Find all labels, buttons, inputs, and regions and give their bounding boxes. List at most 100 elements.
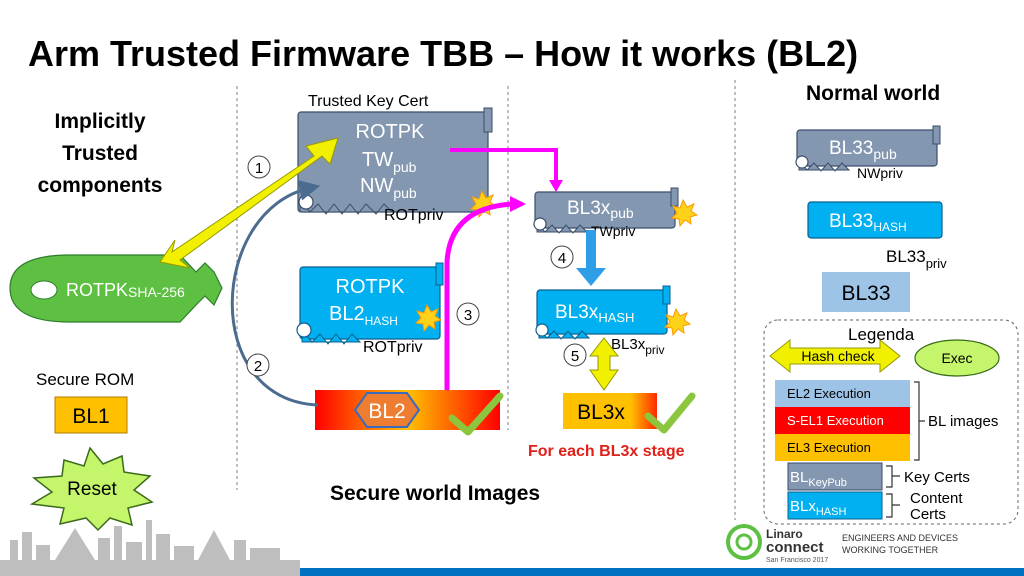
legend-sel1-label: S-EL1 Execution — [787, 413, 884, 428]
bl3xpub-signer: TWpriv — [591, 223, 635, 239]
tkc-nw-sub: pub — [393, 185, 417, 201]
legend: Legenda Hash check Exec EL2 Execution S-… — [763, 319, 1019, 525]
step-3-badge: 3 — [456, 302, 480, 326]
bl3x-key-cert: BL3xpub TWpriv — [533, 187, 699, 239]
footer-tagline-line1: ENGINEERS AND DEVICES — [842, 533, 958, 543]
secure-rom-label: Secure ROM — [36, 370, 134, 389]
bl1-box: BL1 — [54, 396, 128, 434]
legend-keypub-main: BL — [790, 469, 808, 486]
tkc-signer: ROTpriv — [384, 207, 444, 224]
bl33hash-signer-sub: priv — [926, 256, 947, 271]
tkc-tw: TW — [362, 149, 393, 171]
svg-text:BL3xHASH: BL3xHASH — [555, 302, 634, 325]
bl2cert-bl2-sub: HASH — [365, 314, 398, 328]
svg-text:BLxHASH: BLxHASH — [790, 498, 846, 518]
footer-tagline-line2: WORKING TOGETHER — [842, 545, 939, 555]
svg-text:BL3xpriv: BL3xpriv — [611, 336, 665, 357]
logo-line2: connect — [766, 539, 824, 556]
svg-text:NWpub: NWpub — [360, 175, 417, 201]
svg-text:TWpub: TWpub — [362, 149, 417, 175]
bl33pub-main: BL33 — [829, 138, 873, 159]
bl3xhash-main: BL3x — [555, 302, 599, 323]
step-1-badge: 1 — [247, 155, 271, 179]
trusted-key-cert: ROTPK TWpub NWpub ROTpriv — [297, 107, 498, 224]
rotpk-key-icon: ROTPKSHA-256 — [9, 254, 223, 323]
svg-text:BL33pub: BL33pub — [829, 138, 897, 162]
verify-rotpk-arrow — [159, 137, 339, 269]
bl2-image-box: BL2 — [315, 390, 500, 430]
svg-text:2: 2 — [254, 358, 262, 375]
svg-text:BL3xpub: BL3xpub — [567, 198, 634, 221]
bl3x-content-cert: BL3xHASH BL3xpriv — [535, 285, 692, 357]
bl2-to-bl3x-arrowhead — [510, 196, 526, 212]
linaro-connect-logo: Linaro connect San Francisco 2017 — [726, 524, 828, 564]
step-2-badge: 2 — [246, 353, 270, 377]
bl33hash-sub: HASH — [873, 220, 906, 234]
bl33pub-sub: pub — [873, 146, 897, 162]
legend-content-certs-brace — [886, 493, 900, 518]
legend-bl-images-brace — [914, 381, 925, 461]
rotpk-key-sub: SHA-256 — [128, 284, 185, 300]
bl2cert-bl2: BL2 — [329, 303, 365, 325]
legend-keypub-sub: KeyPub — [808, 477, 847, 489]
legend-content-certs-line2: Certs — [910, 506, 946, 523]
legend-content-certs-line1: Content — [910, 490, 963, 507]
implicit-label-line2: Trusted — [62, 142, 138, 165]
tkc-rotpk: ROTPK — [356, 121, 426, 143]
step-4-badge: 4 — [550, 245, 574, 269]
tw-to-bl3x-arrow — [450, 148, 558, 182]
svg-text:1: 1 — [255, 160, 263, 177]
section-dividers — [236, 80, 736, 520]
trusted-key-cert-caption: Trusted Key Cert — [308, 93, 429, 110]
signature-star-icon — [469, 189, 498, 219]
for-each-label: For each BL3x stage — [528, 443, 685, 460]
bl3xhash-signer: BL3x — [611, 336, 646, 353]
legend-hash-check-label: Hash check — [801, 348, 875, 364]
bl33pub-signer: NWpriv — [857, 165, 903, 181]
bl3x-label: BL3x — [577, 401, 625, 424]
bl2cert-rotpk: ROTPK — [336, 276, 406, 298]
bl33-label: BL33 — [841, 282, 890, 305]
reset-label: Reset — [67, 479, 117, 500]
legend-hash-check-arrow — [769, 338, 901, 374]
legend-bl-images-label: BL images — [928, 413, 998, 430]
legend-key-certs-label: Key Certs — [904, 469, 970, 486]
bl33-content-cert: BL33HASH BL33priv — [807, 201, 947, 271]
logo-line1: Linaro — [766, 527, 803, 541]
bl3x-pub-to-hash-arrow — [576, 230, 606, 286]
svg-text:BL33HASH: BL33HASH — [829, 211, 907, 234]
legend-title: Legenda — [848, 325, 915, 344]
bl3x-image-box: BL3x — [563, 393, 657, 429]
reset-burst: Reset — [29, 446, 154, 532]
bl2-load-arrow — [230, 180, 321, 407]
signature-star-icon — [670, 198, 699, 228]
legend-hash-main: BLx — [790, 498, 816, 515]
bl2cert-signer: ROTpriv — [363, 339, 423, 356]
legend-exec-burst — [914, 339, 1000, 377]
legend-key-certs-brace — [886, 465, 900, 488]
signature-star-icon — [414, 303, 443, 333]
bl3x-check-icon — [644, 392, 696, 434]
bl3xhash-sub: HASH — [598, 310, 634, 325]
svg-text:ROTPKSHA-256: ROTPKSHA-256 — [66, 280, 185, 300]
skyline-image — [0, 520, 300, 576]
normal-world-label: Normal world — [806, 82, 940, 105]
svg-text:BL33priv: BL33priv — [886, 247, 947, 271]
tw-arrowhead — [549, 180, 563, 192]
svg-text:4: 4 — [558, 250, 566, 267]
svg-text:5: 5 — [571, 348, 579, 365]
legend-exec-label: Exec — [941, 350, 972, 366]
bl3x-hash-check-arrow — [588, 337, 620, 391]
svg-text:BL2HASH: BL2HASH — [329, 303, 398, 328]
implicit-label-line3: components — [38, 174, 163, 197]
bl3xpub-sub: pub — [610, 205, 634, 221]
bl33-image-box: BL33 — [822, 272, 910, 312]
tkc-nw: NW — [360, 175, 393, 197]
secure-world-label: Secure world Images — [330, 482, 540, 505]
bl2-check-icon — [448, 392, 504, 436]
rotpk-key-label: ROTPK — [66, 280, 128, 300]
footer-bar — [300, 568, 1024, 576]
implicit-label-line1: Implicitly — [54, 110, 145, 133]
bl1-label: BL1 — [72, 405, 109, 428]
